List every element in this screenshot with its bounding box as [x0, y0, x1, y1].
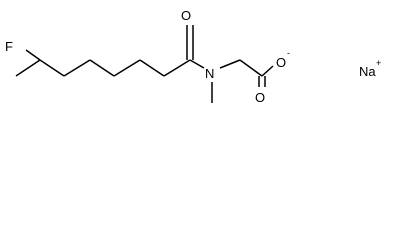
atom-oxygen-anion: O	[276, 55, 286, 70]
atom-oxygen-carbonyl-top: O	[181, 8, 191, 23]
bond-c7-c8	[163, 59, 191, 77]
atom-sodium: Na	[359, 64, 376, 79]
bond-ch2-c	[239, 59, 263, 77]
molecular-structure: F O N O - O Na +	[5, 8, 381, 105]
bond-c-o-anion	[261, 65, 274, 77]
bond-c2-c3	[39, 59, 65, 77]
bond-c2-f	[25, 49, 41, 61]
bond-n-ch2	[219, 59, 241, 69]
bond-c3-c4	[63, 59, 91, 77]
bond-c4-c5	[89, 59, 115, 77]
bond-c5-c6	[113, 59, 141, 77]
atom-fluorine: F	[5, 39, 13, 54]
atom-nitrogen: N	[205, 66, 214, 81]
bond-c8-n	[189, 59, 205, 69]
bond-c1-c2	[15, 59, 41, 77]
bond-c6-c7	[139, 59, 165, 77]
bond-lines	[15, 25, 274, 103]
atom-oxygen-carbonyl-bottom: O	[255, 90, 265, 105]
charge-sodium: +	[376, 58, 381, 68]
charge-oxygen-anion: -	[287, 48, 290, 58]
